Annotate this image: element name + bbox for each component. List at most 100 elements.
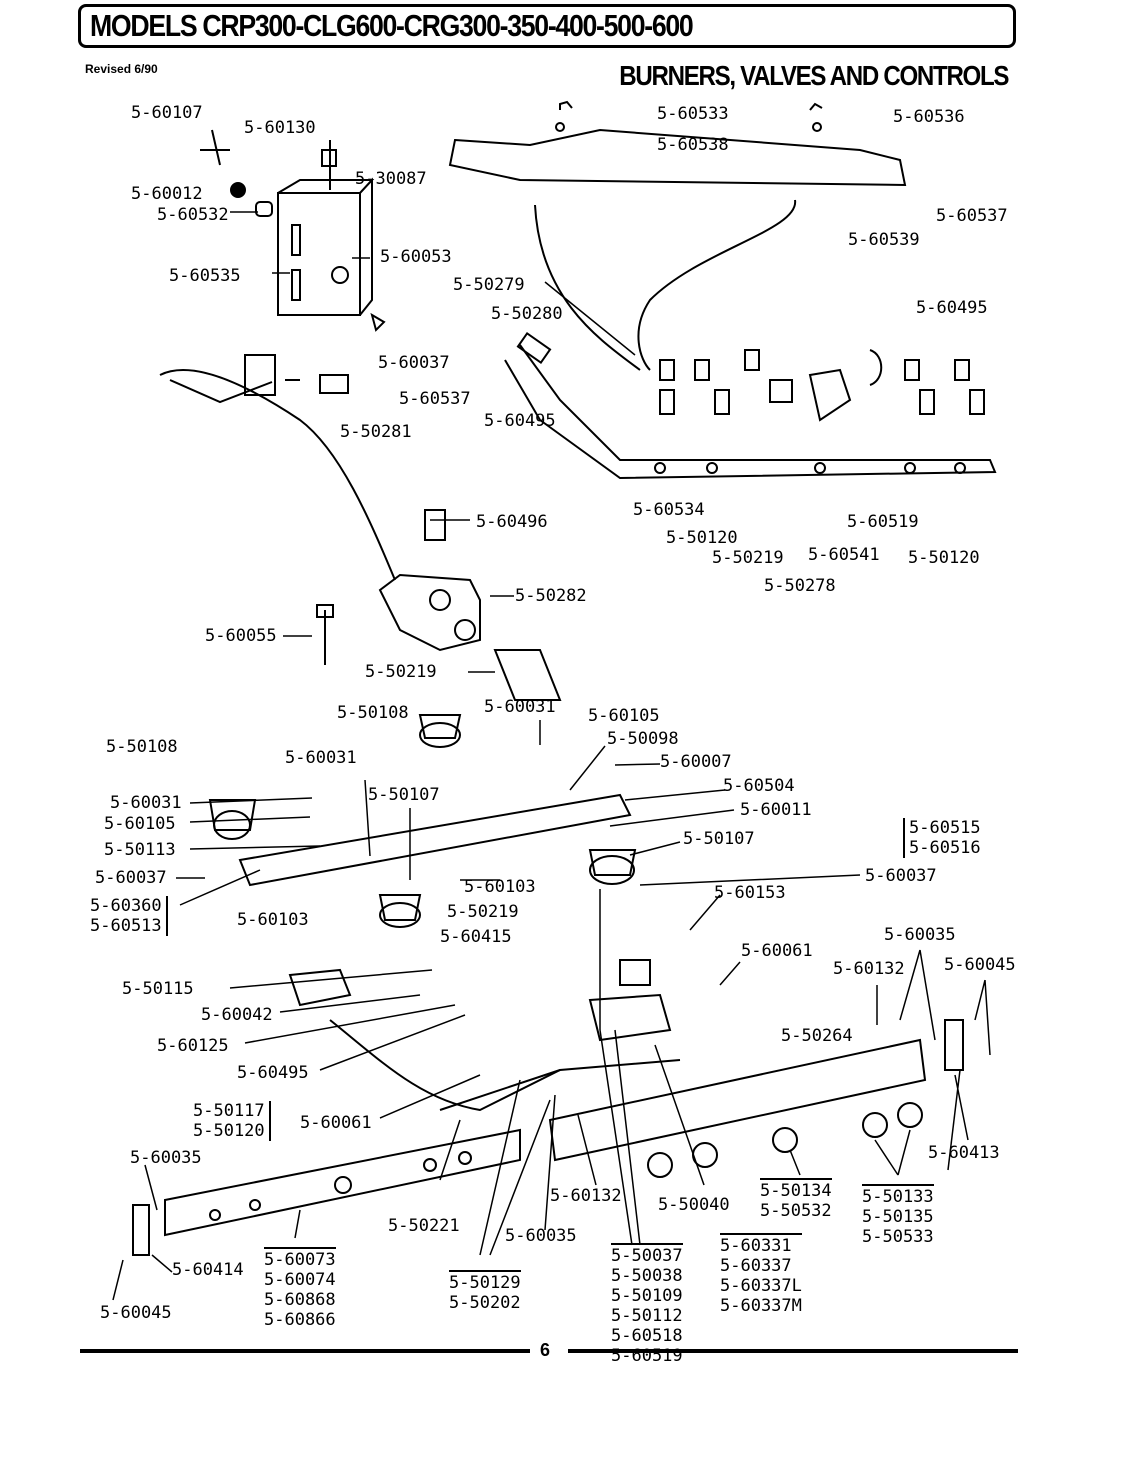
part-label: 5-50279 [453, 275, 525, 295]
part-label: 5-30087 [355, 169, 427, 189]
part-label: 5-60518 [611, 1326, 683, 1346]
part-label: 5-60037 [378, 353, 450, 373]
part-label: 5-50115 [122, 979, 194, 999]
part-label: 5-60130 [244, 118, 316, 138]
part-label: 5-60105 [104, 814, 176, 834]
part-label: 5-60125 [157, 1036, 229, 1056]
part-label: 5-60414 [172, 1260, 244, 1280]
part-label: 5-50038 [611, 1266, 683, 1286]
label-group: 5-50129 5-50202 [449, 1270, 521, 1313]
part-label: 5-60495 [916, 298, 988, 318]
part-label: 5-60035 [505, 1226, 577, 1246]
part-label: 5-50532 [760, 1201, 832, 1221]
part-label: 5-50109 [611, 1286, 683, 1306]
part-label: 5-50098 [607, 729, 679, 749]
label-group: 5-50134 5-50532 [760, 1178, 832, 1221]
part-label: 5-60337M [720, 1296, 802, 1316]
part-label: 5-50281 [340, 422, 412, 442]
part-label: 5-60538 [657, 135, 729, 155]
part-label: 5-60495 [484, 411, 556, 431]
label-group: 5-50133 5-50135 5-50533 [862, 1184, 934, 1247]
part-label: 5-60103 [464, 877, 536, 897]
part-label: 5-50219 [447, 902, 519, 922]
part-label: 5-60031 [484, 697, 556, 717]
part-label: 5-50280 [491, 304, 563, 324]
part-label: 5-60007 [660, 752, 732, 772]
page-title: MODELS CRP300-CLG600-CRG300-350-400-500-… [90, 8, 694, 43]
part-label: 5-60035 [130, 1148, 202, 1168]
part-label: 5-60413 [928, 1143, 1000, 1163]
part-label: 5-60537 [399, 389, 471, 409]
label-group: 5-60515 5-60516 [903, 818, 981, 858]
part-label: 5-60103 [237, 910, 309, 930]
upper-right-assembly [448, 100, 997, 480]
part-label: 5-60541 [808, 545, 880, 565]
part-label: 5-60132 [550, 1186, 622, 1206]
part-label: 5-60866 [264, 1310, 336, 1330]
part-label: 5-60868 [264, 1290, 336, 1310]
safety-valve [316, 509, 562, 701]
part-label: 5-50107 [368, 785, 440, 805]
burner-support-bar [238, 793, 632, 887]
part-label: 5-50533 [862, 1227, 934, 1247]
part-label: 5-60515 [909, 818, 981, 838]
part-label: 5-60337L [720, 1276, 802, 1296]
part-label: 5-50219 [712, 548, 784, 568]
part-label: 5-60533 [657, 104, 729, 124]
part-label: 5-60519 [847, 512, 919, 532]
part-label: 5-50120 [908, 548, 980, 568]
part-label: 5-60074 [264, 1270, 336, 1290]
part-label: 5-60532 [157, 205, 229, 225]
lower-assembly [132, 714, 964, 1256]
part-label: 5-50133 [862, 1187, 934, 1207]
part-label: 5-60061 [300, 1113, 372, 1133]
upper-left-assembly [159, 129, 396, 581]
part-label: 5-60132 [833, 959, 905, 979]
part-label: 5-60031 [110, 793, 182, 813]
part-label: 5-60055 [205, 626, 277, 646]
revision-note: Revised 6/90 [85, 62, 158, 76]
part-label: 5-50135 [862, 1207, 934, 1227]
label-group: 5-60360 5-60513 [90, 896, 168, 936]
part-label: 5-60504 [723, 776, 795, 796]
title-frame [78, 4, 1016, 48]
part-label: 5-50113 [104, 840, 176, 860]
front-panel [164, 1128, 521, 1237]
leader-lines [112, 190, 991, 1301]
part-label: 5-60539 [848, 230, 920, 250]
part-label: 5-60331 [720, 1236, 792, 1256]
part-label: 5-50037 [611, 1246, 683, 1266]
part-label: 5-60045 [944, 955, 1016, 975]
part-label: 5-50221 [388, 1216, 460, 1236]
part-label: 5-50040 [658, 1195, 730, 1215]
part-label: 5-60061 [741, 941, 813, 961]
part-label: 5-50112 [611, 1306, 683, 1326]
part-label: 5-50129 [449, 1273, 521, 1293]
part-label: 5-60035 [884, 925, 956, 945]
label-group: 5-60331 5-60337 5-60337L 5-60337M [720, 1233, 802, 1316]
part-label: 5-60045 [100, 1303, 172, 1323]
burner-bracket [448, 128, 907, 187]
part-label: 5-50282 [515, 586, 587, 606]
part-label: 5-60073 [264, 1250, 336, 1270]
part-label: 5-60536 [893, 107, 965, 127]
part-label: 5-50120 [666, 528, 738, 548]
part-label: 5-60053 [380, 247, 452, 267]
section-title: BURNERS, VALVES AND CONTROLS [619, 60, 1009, 91]
part-label: 5-60513 [90, 916, 162, 936]
part-label: 5-60037 [95, 868, 167, 888]
manifold-pipe [504, 344, 997, 480]
part-label: 5-50202 [449, 1293, 521, 1313]
part-label: 5-50134 [760, 1181, 832, 1201]
part-label: 5-50108 [106, 737, 178, 757]
part-label: 5-60535 [169, 266, 241, 286]
part-label: 5-50278 [764, 576, 836, 596]
part-label: 5-60537 [936, 206, 1008, 226]
page-number: 6 [540, 1340, 551, 1360]
part-label: 5-60153 [714, 883, 786, 903]
part-label: 5-60415 [440, 927, 512, 947]
part-label: 5-50219 [365, 662, 437, 682]
part-label: 5-60360 [90, 896, 162, 916]
